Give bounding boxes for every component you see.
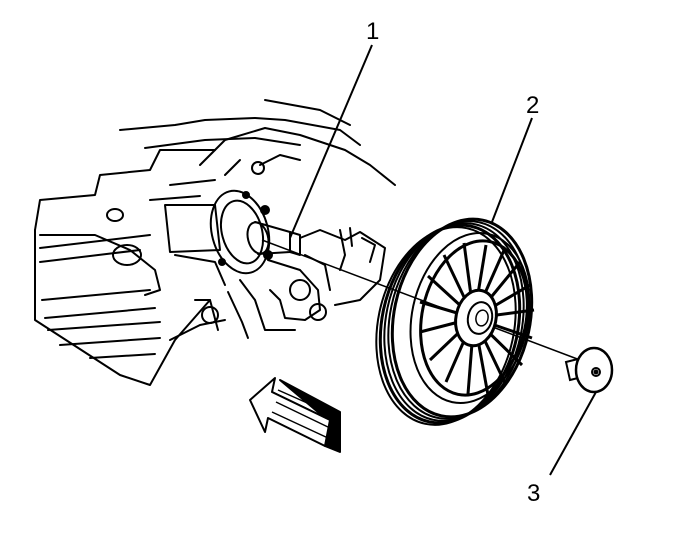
leader-lines xyxy=(289,44,597,476)
leader-line-2 xyxy=(491,117,533,223)
leader-line-3 xyxy=(549,391,597,476)
callout-2: 2 xyxy=(526,92,540,119)
bolt xyxy=(564,346,614,394)
leader-line-1 xyxy=(289,44,373,239)
direction-arrow-icon xyxy=(249,377,341,453)
callout-3: 3 xyxy=(527,480,541,507)
callout-1: 1 xyxy=(366,18,380,45)
pulley xyxy=(375,217,535,426)
engine-block xyxy=(34,99,396,386)
